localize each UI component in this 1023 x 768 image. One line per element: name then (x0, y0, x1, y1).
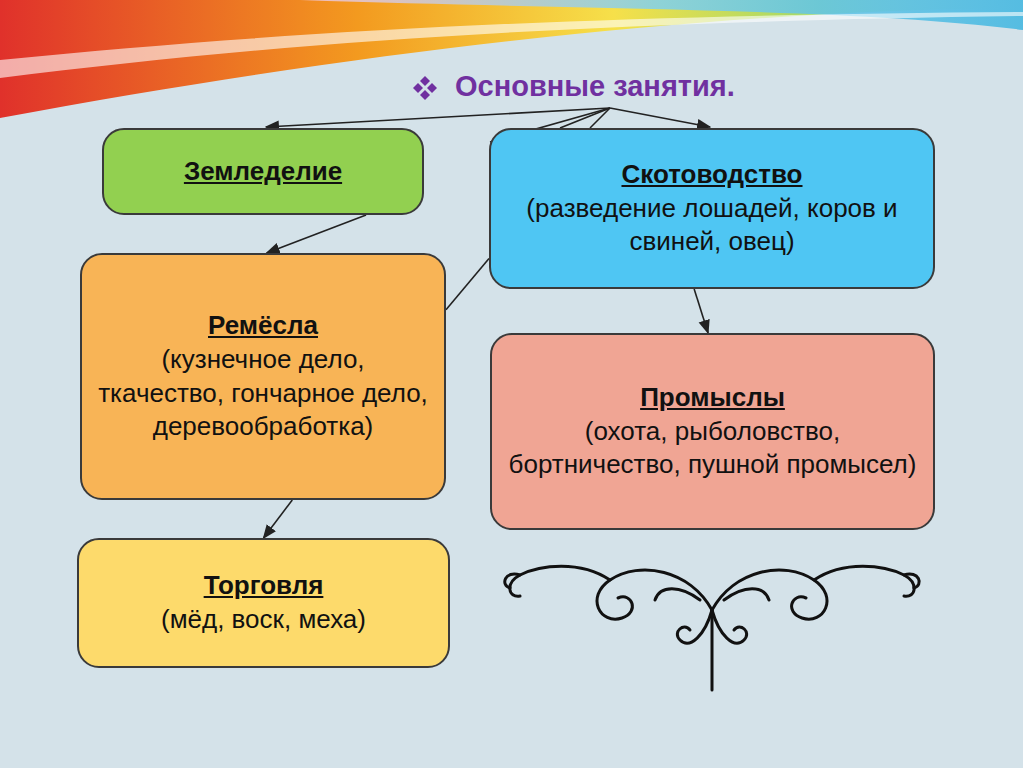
connector-arrow (694, 289, 708, 333)
top-swoosh (0, 0, 1023, 118)
box-heading: Промыслы (640, 381, 785, 415)
process-box: Земледелие (102, 128, 424, 215)
connector-arrow (446, 258, 489, 309)
process-box: Промыслы(охота, рыболовство, бортничеств… (490, 333, 935, 530)
box-heading: Ремёсла (208, 309, 318, 343)
box-body: (охота, рыболовство, бортничество, пушно… (506, 415, 919, 483)
connector-arrow (264, 500, 293, 538)
diagram-title: Основные занятия. (455, 70, 735, 103)
process-box: Ремёсла(кузнечное дело, ткачество, гонча… (80, 253, 446, 500)
box-body: (мёд, воск, меха) (161, 603, 366, 637)
process-box: Торговля(мёд, воск, меха) (77, 538, 450, 668)
connector-arrow (267, 215, 366, 253)
box-heading: Земледелие (184, 155, 342, 189)
box-body: (кузнечное дело, ткачество, гончарное де… (96, 343, 430, 444)
box-heading: Торговля (204, 569, 324, 603)
process-box: Скотоводство(разведение лошадей, коров и… (489, 128, 935, 289)
box-heading: Скотоводство (621, 158, 802, 192)
box-body: (разведение лошадей, коров и свиней, ове… (505, 192, 919, 260)
bullet-symbol (413, 76, 437, 100)
top-swoosh (0, 12, 1023, 78)
ornament (505, 566, 919, 690)
